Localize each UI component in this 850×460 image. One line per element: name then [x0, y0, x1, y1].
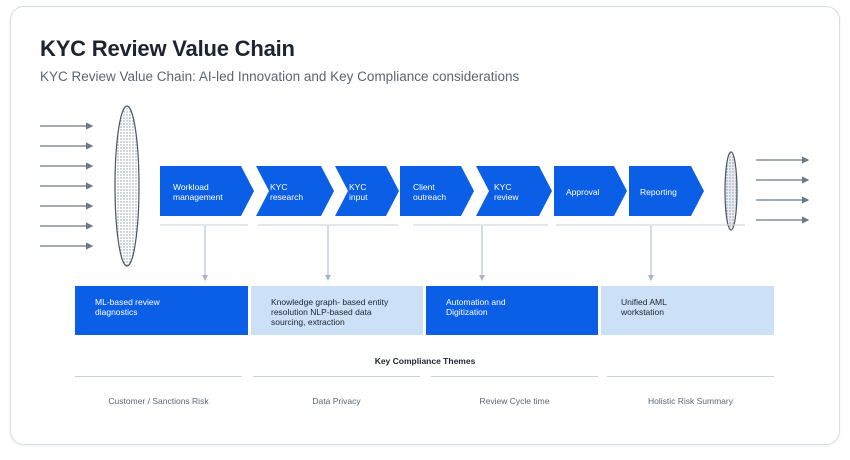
innovation-knowledge-graph: Knowledge graph- based entity resolution…: [251, 286, 423, 335]
theme-data-privacy: Data Privacy: [312, 396, 361, 406]
stage-label-line: Workload: [173, 182, 209, 192]
page-subtitle: KYC Review Value Chain: AI-led Innovatio…: [40, 69, 520, 84]
innovation-text: Unified AML: [621, 297, 667, 307]
page-title: KYC Review Value Chain: [40, 36, 295, 61]
theme-divider: [607, 376, 774, 377]
stage-kyc-input: [335, 166, 399, 216]
stage-kyc-research: [256, 166, 334, 216]
stage-label-line: KYC: [270, 182, 288, 192]
stage-label-line: outreach: [413, 192, 447, 202]
input-arrows: [40, 122, 94, 250]
innovation-text: sourcing, extraction: [271, 317, 345, 327]
innovation-text: Knowledge graph- based entity: [271, 297, 389, 307]
theme-divider: [75, 376, 242, 377]
innovation-text: ML-based review: [95, 297, 160, 307]
stage-label-line: research: [270, 192, 304, 202]
innovation-ml-diagnostics: ML-based review diagnostics: [75, 286, 248, 335]
stage-label-client-outreach: Client outreach: [413, 182, 446, 202]
theme-review-cycle-time: Review Cycle time: [479, 396, 550, 406]
stage-label-line: Client: [413, 182, 435, 192]
innovation-text: workstation: [621, 307, 664, 317]
innovation-text: Digitization: [446, 307, 488, 317]
innovation-text: resolution NLP-based data: [271, 307, 372, 317]
stage-client-outreach: [400, 166, 474, 216]
stage-label-reporting: Reporting: [640, 187, 677, 197]
theme-holistic-risk-summary: Holistic Risk Summary: [647, 396, 733, 406]
output-arrows: [756, 156, 810, 224]
innovation-unified-aml: Unified AML workstation: [601, 286, 774, 335]
stage-label-line: review: [494, 192, 519, 202]
stage-label-line: KYC: [494, 182, 512, 192]
stage-label-kyc-review: KYC review: [494, 182, 519, 202]
theme-divider: [253, 376, 420, 377]
stage-label-line: Approval: [566, 187, 600, 197]
output-lens: [724, 151, 738, 231]
stage-label-line: Reporting: [640, 187, 677, 197]
stage-approval: [554, 166, 627, 216]
stage-reporting: [629, 166, 704, 216]
innovation-text: diagnostics: [95, 307, 138, 317]
stage-chevrons: [160, 166, 704, 216]
stage-label-line: management: [173, 192, 223, 202]
stage-label-kyc-input: KYC input: [349, 182, 367, 202]
input-lens: [114, 105, 140, 267]
stage-kyc-review: [476, 166, 552, 216]
innovation-automation: Automation and Digitization: [426, 286, 598, 335]
innovation-connectors: [202, 226, 654, 281]
theme-customer-sanctions-risk: Customer / Sanctions Risk: [108, 396, 209, 406]
stage-label-kyc-research: KYC research: [270, 182, 303, 202]
theme-divider: [431, 376, 598, 377]
stage-label-approval: Approval: [566, 187, 600, 197]
innovation-text: Automation and: [446, 297, 506, 307]
stage-workload-management: [160, 166, 254, 216]
compliance-themes-title: Key Compliance Themes: [374, 356, 476, 366]
stage-label-line: KYC: [349, 182, 367, 192]
stage-label-workload-management: Workload management: [173, 182, 223, 202]
stage-label-line: input: [349, 192, 368, 202]
